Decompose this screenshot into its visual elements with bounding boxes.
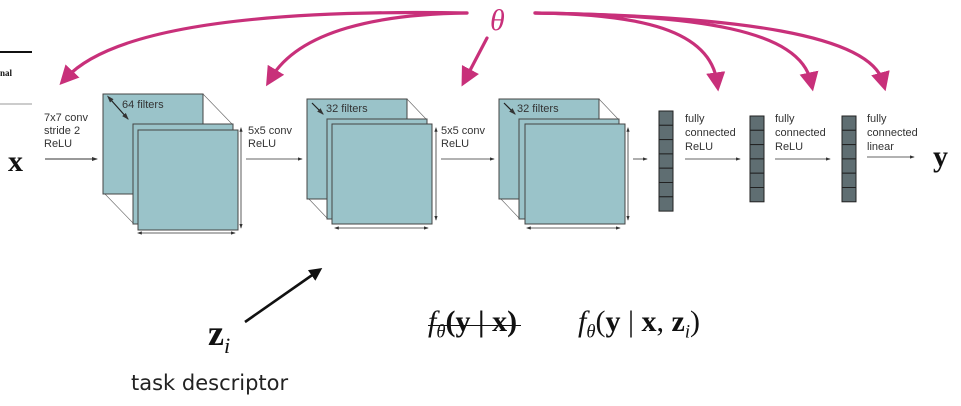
clipped-caption-text: nal [0,68,13,78]
formula-task-conditioned: fθ(y | x, zi) [578,305,700,344]
crossed-out-formula: fθ(y | x) [428,305,522,344]
fc3-unit-cell [841,129,857,146]
theta-arrow-fc3 [533,11,890,92]
fc3-unit-cell [841,187,857,203]
fc1-unit-cell [658,167,674,183]
conv3-perspective-line-top [598,98,619,120]
theta-arrow-conv3 [461,36,489,87]
theta-arrow-fc2 [533,11,819,92]
fc3-unit-cell [841,158,857,174]
conv3-depth-arrow [503,102,516,115]
z-subscript: i [223,332,231,358]
input-x-label: x [8,145,23,178]
conv3-feature-map-front [524,123,626,225]
fc-layer-3 [841,115,857,203]
formula2-f: f [578,305,587,338]
fc2-op-line-3: ReLU [775,141,803,153]
fc3-unit-cell [841,144,857,160]
fc3-op-line-1: fully [867,113,887,125]
conv2-op-line-1: 5x5 conv [248,125,293,137]
conv2-depth-arrow [311,102,324,115]
conv3-op-line-1: 5x5 conv [441,125,486,137]
conv1-feature-map-front [137,129,239,231]
formula2-z: z [671,305,685,338]
conv-layer-2: 5x5 conv ReLU 32 filters [248,98,438,230]
task-descriptor-symbol: zi [208,312,230,359]
conv3-filters-label: 32 filters [517,103,559,115]
fc1-op-line-1: fully [685,113,705,125]
theta-symbol: θ [490,4,505,37]
formula2-open-paren: ( [595,305,606,338]
formula2-x: x [641,305,657,338]
fc3-op-line-3: linear [867,141,894,153]
conv1-perspective-line-top [202,93,233,125]
fc1-unit-cell [658,196,674,212]
conv1-filters-label: 64 filters [122,99,164,111]
fc2-op-line-1: fully [775,113,795,125]
formula2-y: y [605,305,621,338]
formula2-theta: θ [586,321,596,343]
theta-arrows [59,10,890,92]
conv3-op-line-2: ReLU [441,138,469,150]
fc2-unit-cell [749,187,765,203]
conv1-perspective-line-bottom [103,192,135,225]
formula1-f: f [428,305,437,338]
fc3-unit-cell [841,115,857,131]
conv2-perspective-line-bottom [307,197,328,219]
fc1-unit-cell [658,124,674,141]
fc2-op-line-2: connected [775,127,826,139]
theta-arrow-conv1 [59,10,469,86]
z-symbol: z [208,313,224,353]
fc2-unit-cell [749,144,765,160]
formula1-theta: θ [436,321,446,343]
fc1-op-line-2: connected [685,127,736,139]
formula2-bar: | [620,305,642,338]
fc1-unit-cell [658,182,674,198]
fc1-unit-cell [658,153,674,169]
fc3-op-line-2: connected [867,127,918,139]
conv2-feature-map-front [331,123,433,225]
conv2-op-line-2: ReLU [248,138,276,150]
formula2-z-subscript: i [684,321,690,343]
conv3-perspective-line-bottom [499,197,520,219]
fc1-unit-cell [658,110,674,126]
theta-arrow-conv2 [266,11,469,87]
conv-layer-3: 5x5 conv ReLU 32 filters [441,98,630,230]
conv1-op-line-1: 7x7 conv [44,112,89,124]
formula2-close-paren: ) [690,305,700,338]
fc-layer-1 [658,110,674,212]
conv-layer-1: 7x7 conv stride 2 ReLU 64 filters [44,93,243,235]
fc2-unit-cell [749,115,765,131]
fc1-op-line-3: ReLU [685,141,713,153]
conv1-op-line-3: ReLU [44,138,72,150]
conv2-perspective-line-top [406,98,427,120]
fc1-unit-cell [658,139,674,155]
fc3-unit-cell [841,172,857,188]
formula2-comma: , [656,305,672,338]
fc2-unit-cell [749,129,765,146]
formula-unconditioned-crossed: fθ(y | x) [428,305,522,344]
fc2-unit-cell [749,172,765,188]
task-descriptor-label: task descriptor [131,371,289,395]
task-descriptor-arrow [244,268,323,324]
fc-layer-2 [749,115,765,203]
fc2-unit-cell [749,158,765,174]
conv2-filters-label: 32 filters [326,103,368,115]
conv1-op-line-2: stride 2 [44,125,80,137]
formula1-body: (y | x) [445,305,518,338]
conv1-depth-arrow [106,95,129,120]
output-y-label: y [933,140,948,173]
